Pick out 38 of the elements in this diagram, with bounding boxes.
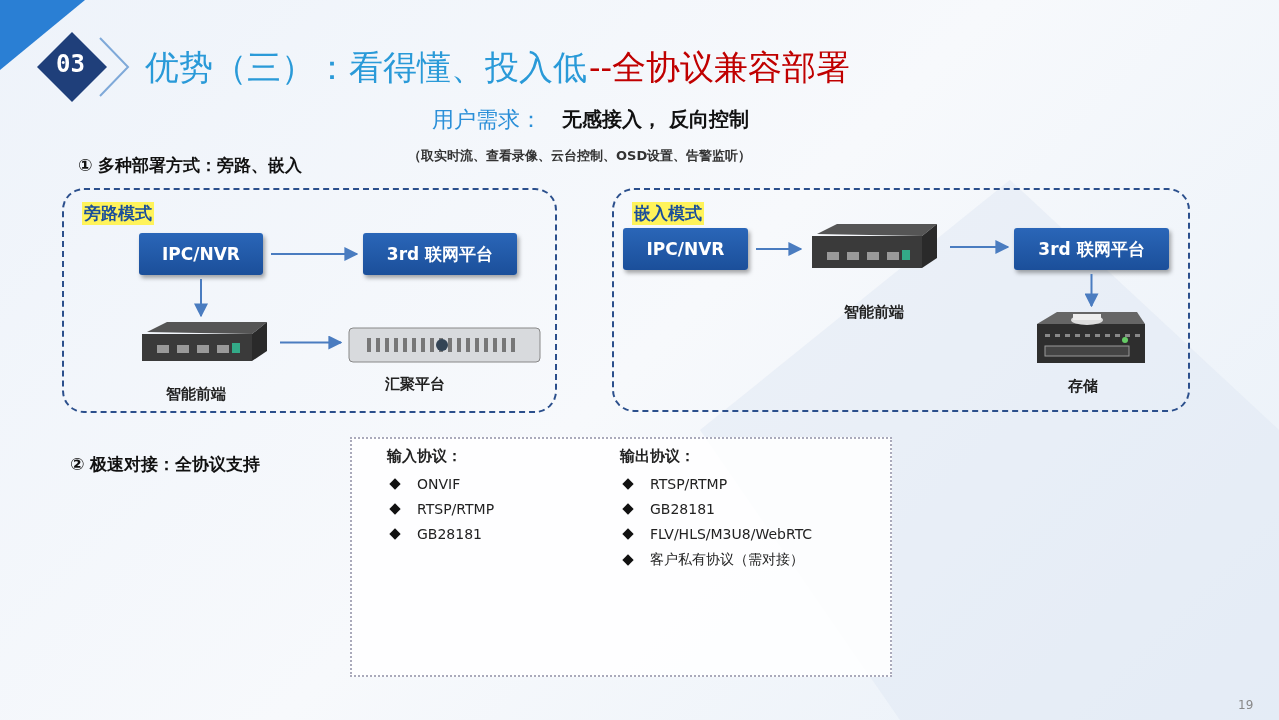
badge-number: 03 [56, 50, 85, 78]
process-box: IPC/NVR [623, 228, 748, 270]
protocol-item: ONVIF [417, 476, 461, 492]
device-caption: 智能前端 [166, 385, 226, 404]
arrow [270, 247, 359, 261]
protocol-item: 客户私有协议（需对接） [650, 551, 804, 569]
title-highlight: --全协议兼容部署 [589, 46, 850, 89]
section-heading: ② 极速对接：全协议支持 [70, 453, 261, 476]
protocol-item: GB28181 [417, 526, 482, 542]
rack-server-drawing [347, 324, 542, 366]
protocol-item: GB28181 [650, 501, 715, 517]
user-need-label: 用户需求： [432, 106, 542, 134]
section-heading: ① 多种部署方式：旁路、嵌入 [78, 154, 303, 177]
device-caption: 智能前端 [844, 303, 904, 322]
page-number: 19 [1238, 698, 1254, 712]
arrow [755, 242, 803, 256]
protocol-item: RTSP/RTMP [650, 476, 728, 492]
device-caption: 存储 [1068, 377, 1098, 396]
mode-heading: 旁路模式 [82, 202, 154, 225]
list-heading: 输出协议： [620, 447, 696, 466]
process-box: 3rd 联网平台 [363, 233, 517, 275]
list-heading: 输入协议： [387, 447, 463, 466]
arrow [279, 335, 343, 350]
arrow [949, 240, 1010, 254]
arrow [1084, 273, 1099, 308]
protocol-panel [350, 437, 892, 677]
slide-title: 优势（三）：看得懂、投入低 [145, 46, 587, 89]
dashed-region [62, 188, 557, 413]
mode-heading: 嵌入模式 [632, 202, 704, 225]
device-caption: 汇聚平台 [385, 375, 445, 394]
protocol-item: RTSP/RTMP [417, 501, 495, 517]
arrow [194, 278, 208, 318]
process-box: 3rd 联网平台 [1014, 228, 1169, 270]
protocol-item: FLV/HLS/M3U8/WebRTC [650, 526, 813, 542]
dashed-region [612, 188, 1190, 412]
user-need-text: 无感接入， 反向控制 [562, 106, 749, 133]
process-box: IPC/NVR [139, 233, 263, 275]
note-text: （取实时流、查看录像、云台控制、OSD设置、告警监听） [408, 147, 752, 165]
